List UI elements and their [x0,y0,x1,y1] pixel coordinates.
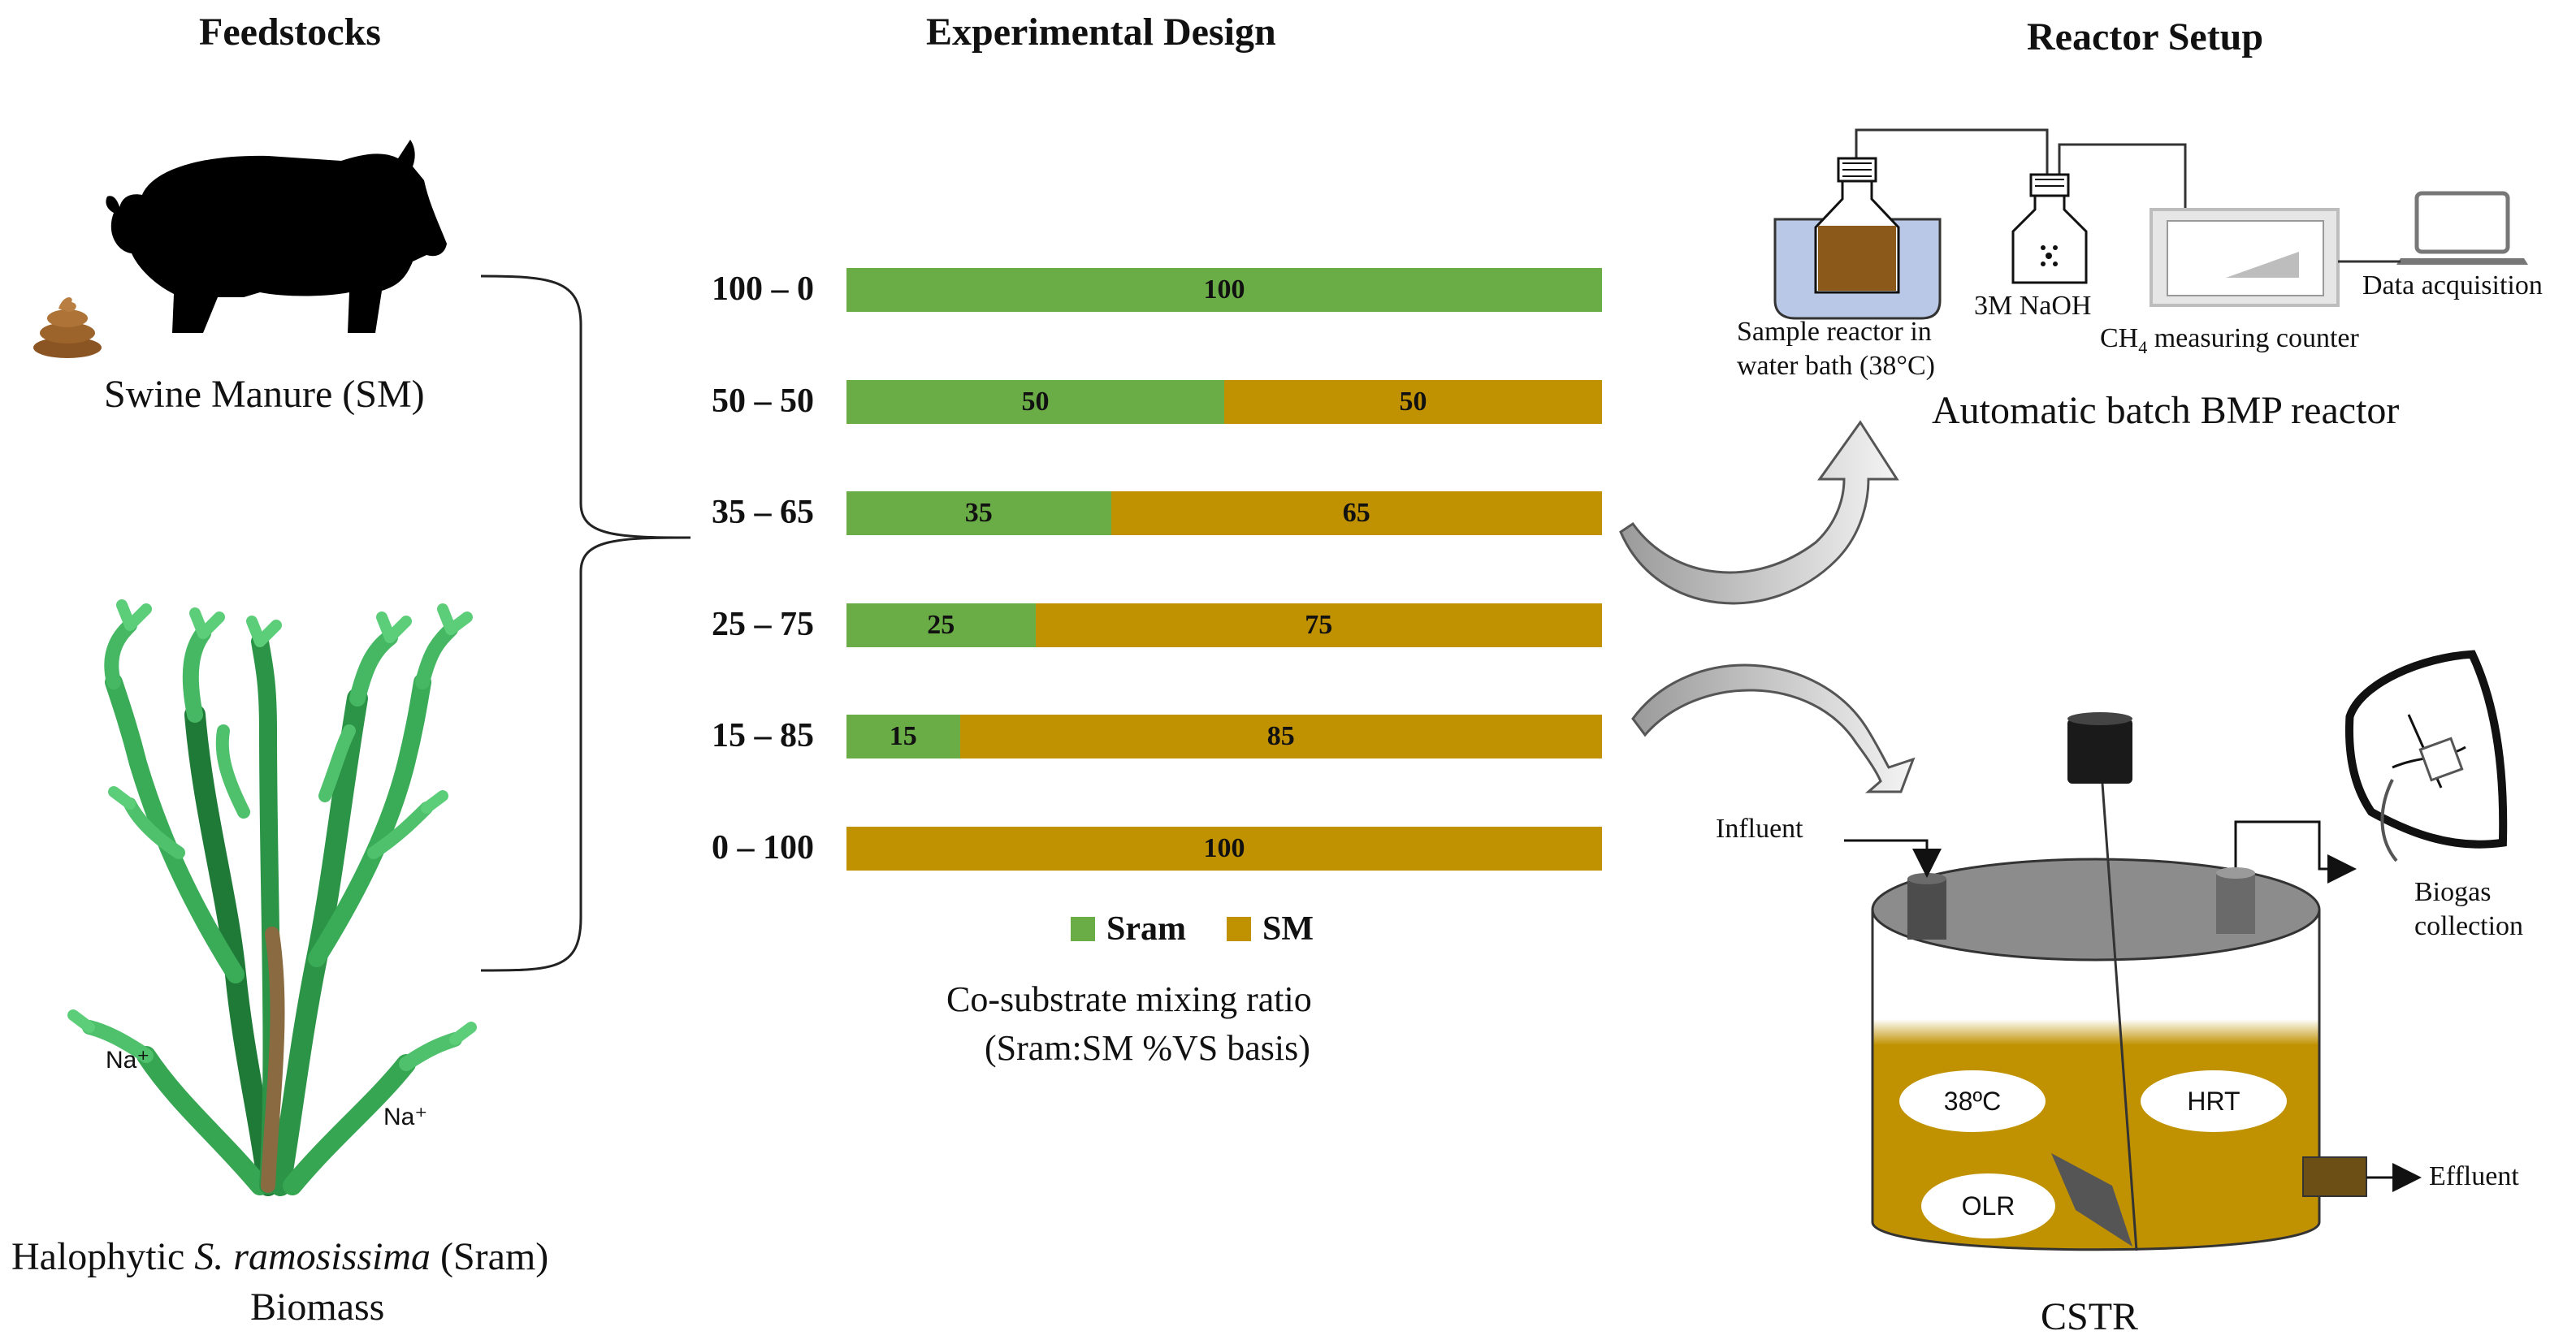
legend-label-sram: Sram [1106,910,1186,948]
ch4-label-prefix: CH [2100,323,2139,353]
ratio-label: 0 – 100 [712,828,814,866]
biogas-collection-label-line2: collection [2414,911,2524,941]
olr-badge: OLR [1921,1173,2055,1238]
legend-swatch-sm [1227,917,1251,941]
swine-manure-label: Swine Manure (SM) [104,373,425,416]
naoh-label: 3M NaOH [1974,291,2092,321]
effluent-label: Effluent [2429,1161,2519,1191]
ratio-label: 35 – 65 [712,494,814,531]
manure-icon [33,297,102,358]
chart-caption-line2: (Sram:SM %VS basis) [985,1028,1310,1068]
feedstock-bracket [480,274,691,972]
legend-label-sm: SM [1262,910,1314,948]
cstr-title: CSTR [2041,1295,2139,1338]
bar-segment-sram: 25 [846,603,1036,647]
pig-icon [106,140,447,333]
ch4-counter-label: CH4 measuring counter [2100,323,2359,358]
feedstocks-heading: Feedstocks [199,11,381,54]
halophyte-plant-icon [67,599,477,1196]
hrt-badge: HRT [2141,1070,2287,1132]
influent-label: Influent [1716,814,1803,844]
legend-item-sm: SM [1227,910,1314,949]
bar-segment-sram: 50 [846,379,1224,424]
reactor-setup-heading: Reactor Setup [2027,15,2264,58]
data-acquisition-label: Data acquisition [2362,270,2543,300]
biogas-bag-icon [2345,650,2508,862]
bar-segment-sm: 75 [1035,603,1602,647]
temperature-badge: 38ºC [1899,1070,2046,1132]
ratio-label: 25 – 75 [712,605,814,643]
sample-reactor-label-line1: Sample reactor in [1737,317,1932,347]
bar-segment-sram: 35 [846,491,1111,535]
laptop-icon [2338,191,2528,265]
halophyte-suffix: (Sram) [440,1235,549,1278]
sodium-label-2: Na⁺ [383,1104,428,1130]
bar-segment-sm: 65 [1110,491,1602,535]
stacked-bar: 100 [846,268,1602,312]
sample-reactor-label-line2: water bath (38°C) [1737,351,1935,381]
stacked-bar: 100 [846,826,1602,871]
experimental-design-heading: Experimental Design [926,11,1276,54]
chart-caption-line1: Co-substrate mixing ratio [946,979,1312,1019]
bar-segment-sm: 50 [1224,379,1602,424]
legend-item-sram: Sram [1071,910,1186,949]
bmp-reactor-schematic [1773,128,2528,320]
ch4-label-suffix: measuring counter [2147,323,2359,353]
legend-swatch-sram [1071,917,1095,941]
bar-segment-sm: 100 [846,826,1602,871]
ratio-label: 100 – 0 [712,270,814,308]
bar-segment-sram: 15 [846,715,960,758]
arrow-to-cstr-icon [1631,663,1916,793]
arrow-to-bmp-icon [1619,420,1899,605]
ch4-label-sub: 4 [2138,336,2148,357]
chart-legend: Sram SM [1071,910,1314,949]
ratio-label: 50 – 50 [712,382,814,420]
bar-segment-sram: 100 [846,268,1602,312]
halophyte-prefix: Halophytic [11,1235,185,1278]
halophyte-label: Halophytic S. ramosissima (Sram) [11,1234,548,1279]
sodium-label-1: Na⁺ [106,1047,150,1074]
halophyte-species: S. ramosissima [194,1235,431,1278]
halophyte-biomass-label: Biomass [250,1286,385,1329]
bmp-reactor-title: Automatic batch BMP reactor [1932,389,2400,432]
biogas-collection-label-line1: Biogas [2414,877,2492,907]
bar-segment-sm: 85 [959,715,1602,758]
ratio-label: 15 – 85 [712,717,814,754]
cstr-schematic [1844,712,2422,1251]
